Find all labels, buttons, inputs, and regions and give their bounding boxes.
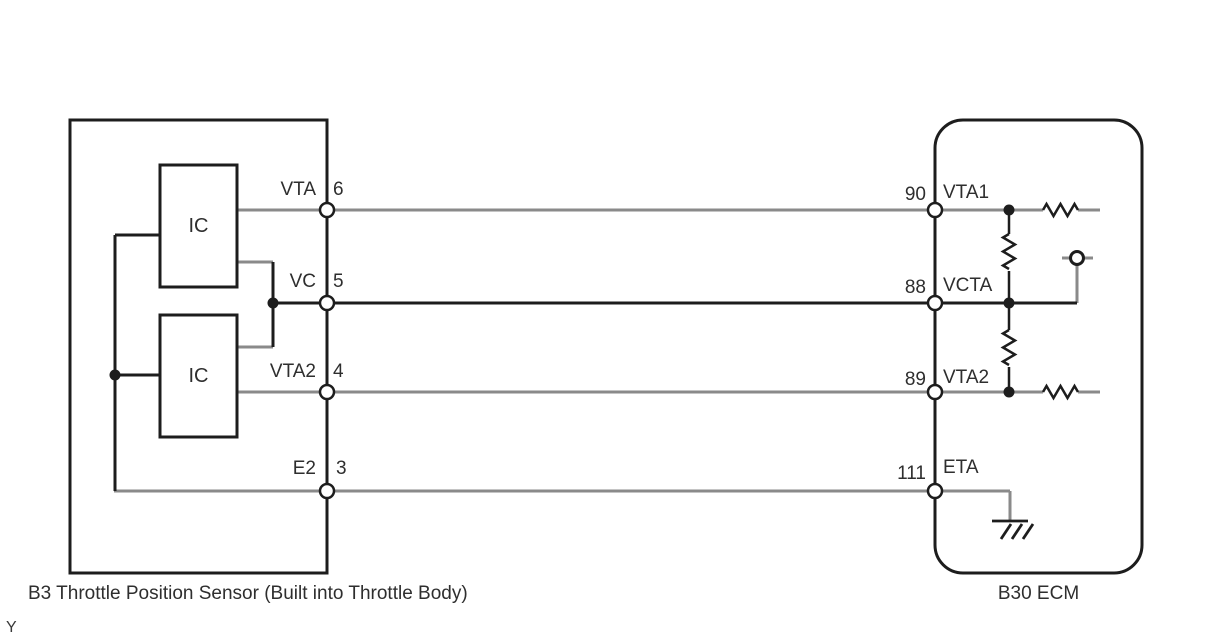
ic-top-label: IC [188,215,209,237]
resistor-vcta-vta2 [1000,328,1018,367]
resistor-vta2 [1041,383,1080,401]
ecm-pin-name-vta2: VTA2 [943,367,990,388]
sensor-pin-name-vc: VC [289,271,316,292]
sensor-pin-number-6: 6 [333,179,344,200]
sensor-pin-number-3: 3 [336,458,347,479]
sensor-pin-name-vta: VTA [280,179,316,200]
ecm-pin-number-90: 90 [904,184,926,205]
ecm-caption: B30 ECM [997,583,1080,604]
ecm-pin-number-88: 88 [904,277,926,298]
ecm-pin-name-eta: ETA [943,457,979,478]
ecm-terminal-circles [926,201,944,500]
ecm-pin-number-111: 89 [904,369,926,390]
page-marker: Y [6,619,17,636]
ground-icon [992,519,1035,540]
ecm-pin-number-eta: 111 [897,463,926,484]
wire-e2-eta [114,489,1012,521]
sensor-pin-name-vta2: VTA2 [269,361,316,382]
sensor-pin-number-5: 5 [333,271,344,292]
test-point-icon [1069,250,1085,266]
sensor-terminal-circles [318,201,336,500]
ic-bottom-box [158,313,239,439]
resistor-vta1 [1041,201,1080,219]
sensor-box [68,118,329,575]
ic-top-box [158,163,239,289]
wire-ic-stubs [237,260,273,349]
sensor-pin-name-e2: E2 [292,458,316,479]
sensor-caption: B3 Throttle Position Sensor (Built into … [28,583,468,604]
ecm-pin-name-vcta: VCTA [943,275,993,296]
ecm-box [933,118,1144,575]
junction-dots [109,204,1015,398]
sensor-internal-links [113,233,160,491]
ic-bottom-label: IC [188,365,209,387]
resistor-vta1-vcta [1000,232,1018,271]
sensor-pin-number-4: 4 [333,361,344,382]
ecm-pin-name-vta1: VTA1 [943,182,990,203]
